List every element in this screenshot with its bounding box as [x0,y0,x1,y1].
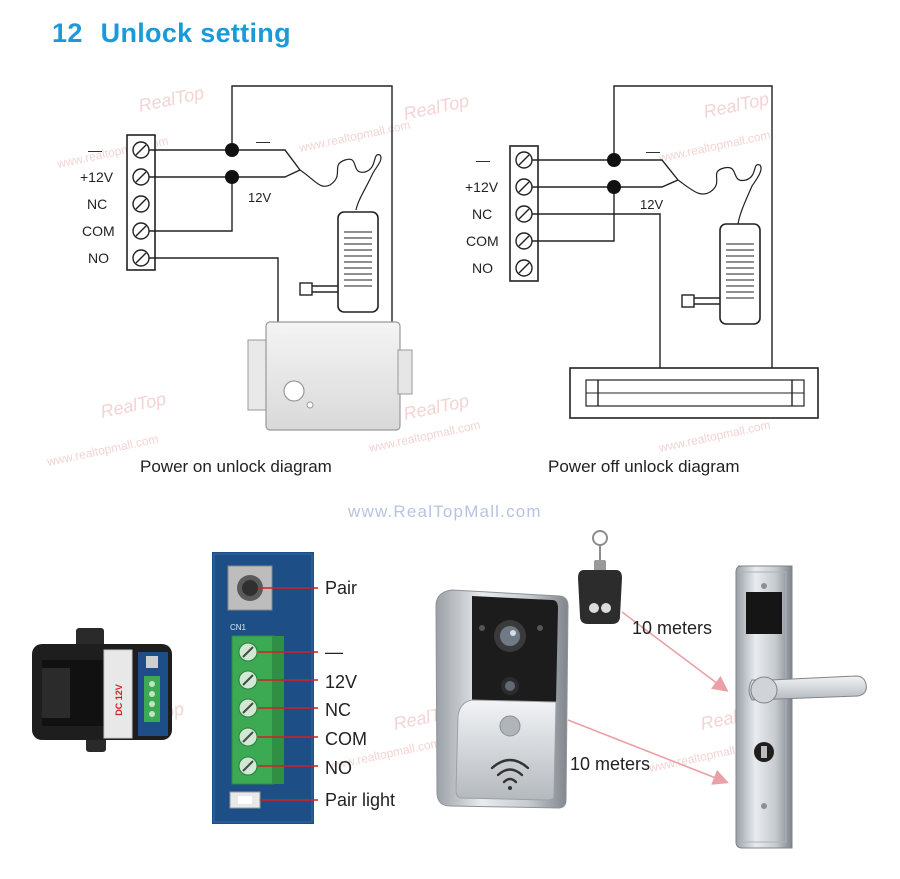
terminal-label-minus: — [476,152,490,168]
watermark-brand: RealTop [402,91,471,124]
remote-range-label: 10 meters [632,618,712,638]
wire-to-lock-top [231,85,393,322]
junction-dot [225,143,239,157]
terminal-label-com: COM [466,233,499,249]
junction-dot [607,180,621,194]
terminal-label-nc: NC [87,196,107,212]
section-number: 12 [52,18,83,48]
terminal-label-minus: — [88,142,102,158]
power-off-diagram [509,85,819,419]
leader-lines [258,587,318,801]
diagram-caption: Power on unlock diagram [140,457,332,476]
watermark-repeat: www.realtopmall.com [297,118,412,155]
board-ref-label: CN1 [230,623,247,632]
junction-dot [225,170,239,184]
terminal-label-no: NO [88,250,109,266]
section-heading: Unlock setting [100,18,291,48]
section-title: 12 Unlock setting [52,18,291,49]
power-on-diagram [126,85,413,431]
diagram-caption: Power off unlock diagram [548,457,740,476]
receiver-module: DC 12V [32,628,172,752]
junction-dot [607,153,621,167]
polarity-label: — [646,143,660,159]
wire-to-maglock-top [613,85,773,368]
terminal-label-12v: +12V [465,179,499,195]
magnetic-lock [569,367,819,419]
terminal-label-nc: NC [472,206,492,222]
wire-com [149,177,233,232]
voltage-sticker-text: DC 12V [114,684,124,716]
label-nc: NC [325,700,351,720]
electric-lock [247,321,413,431]
range-arrows [567,611,729,785]
coiled-cable [299,154,382,211]
watermark-brand: RealTop [402,391,471,424]
wire-minus [149,149,301,171]
terminal-label-12v: +12V [80,169,114,185]
wire-nc [532,213,661,368]
wire-com [532,187,615,242]
terminal-label-com: COM [82,223,115,239]
watermark-brand: RealTop [137,83,206,116]
watermark-url: www.RealTopMall.com [347,502,542,521]
wire-no [149,257,279,322]
power-on-labels: — +12V NC COM NO — 12V Power on unlock d… [80,133,332,476]
watermark-repeat: www.realtopmall.com [657,418,772,455]
coiled-cable [677,164,762,225]
plug-icon [299,211,379,313]
watermark-brand: RealTop [702,89,771,122]
video-doorbell [435,589,569,809]
terminal-label-no: NO [472,260,493,276]
label-no: NO [325,758,352,778]
plug-icon [681,223,761,325]
wire-plus [149,169,301,178]
label-pair-light: Pair light [325,790,395,810]
keyfob-icon [578,530,622,624]
label-pair: Pair [325,578,357,598]
pcb-closeup: CN1 [212,552,314,824]
wire-minus [532,159,679,181]
label-com: COM [325,729,367,749]
wifi-icon [490,758,530,790]
watermark-brand: RealTop [99,389,168,422]
voltage-label: 12V [640,197,663,212]
watermark-repeat: www.realtopmall.com [657,128,772,165]
label-minus: — [325,642,343,662]
doorbell-range-label: 10 meters [570,754,650,774]
polarity-label: — [256,133,270,149]
pcb-labels: Pair — 12V NC COM NO Pair light [325,578,395,810]
range-labels: 10 meters 10 meters [570,618,712,774]
label-12v: 12V [325,672,357,692]
power-off-labels: — +12V NC COM NO — 12V Power off unlock … [465,143,740,476]
voltage-label: 12V [248,190,271,205]
smart-door-lock [735,565,867,849]
wire-plus [532,179,679,188]
